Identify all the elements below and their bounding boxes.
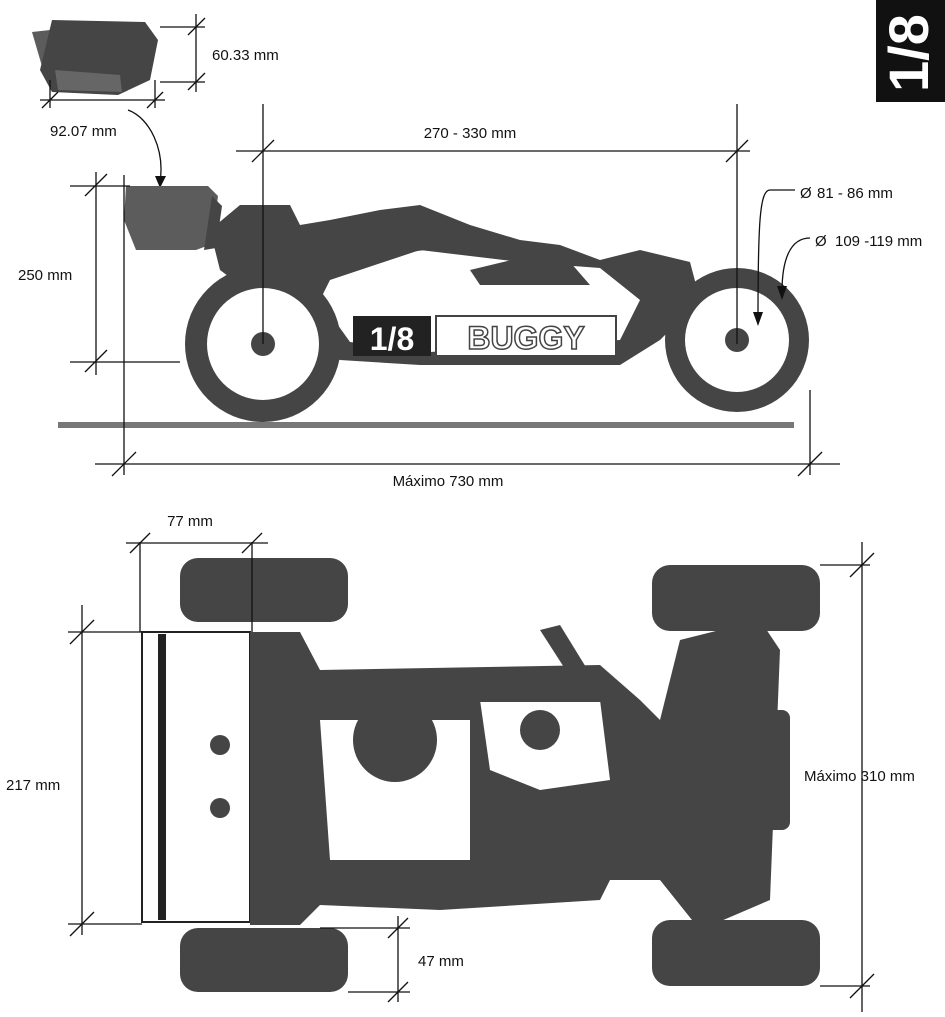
max-width-dimension <box>820 542 875 1012</box>
height-label: 250 mm <box>18 267 72 284</box>
max-width-label: Máximo 310 mm <box>804 768 915 785</box>
wheelbase-label: 270 - 330 mm <box>424 125 517 142</box>
wing-span-label: 217 mm <box>6 777 60 794</box>
tire-width-label: 47 mm <box>418 953 464 970</box>
wing-detail-illustration <box>32 20 158 95</box>
wing-width-dimension <box>40 80 166 188</box>
diameter-symbol-outer: Ø <box>815 233 827 250</box>
max-length-label: Máximo 730 mm <box>393 473 504 490</box>
wing-span-dimension <box>68 605 142 937</box>
buggy-top-view <box>141 558 820 992</box>
tire-width-dimension <box>320 916 410 1003</box>
side-badge-type: BUGGY <box>467 320 584 356</box>
wing-depth-dimension <box>160 14 206 92</box>
side-badge-scale-box <box>353 316 431 356</box>
wheel-diameter-outer-label: 109 -119 mm <box>835 233 922 250</box>
overhang-dimension <box>126 532 268 632</box>
wing-depth-label: 60.33 mm <box>212 47 279 64</box>
wing-width-label: 92.07 mm <box>50 123 117 140</box>
diameter-symbol-inner: Ø <box>800 185 812 202</box>
wheel-diameter-callouts <box>753 189 811 326</box>
wheel-diameter-inner-label: 81 - 86 mm <box>817 185 893 202</box>
corner-badge-text: 1/8 <box>877 14 940 92</box>
overhang-label: 77 mm <box>167 513 213 530</box>
wheelbase-dimension <box>236 104 750 344</box>
max-length-dimension <box>95 175 840 477</box>
side-badge-type-box <box>435 315 617 357</box>
height-dimension <box>70 172 180 375</box>
ground-line <box>58 422 794 428</box>
side-badge-scale: 1/8 <box>370 321 414 357</box>
corner-scale-badge: 1/8 <box>876 0 945 102</box>
buggy-side-view: 1/8 BUGGY <box>124 186 809 422</box>
